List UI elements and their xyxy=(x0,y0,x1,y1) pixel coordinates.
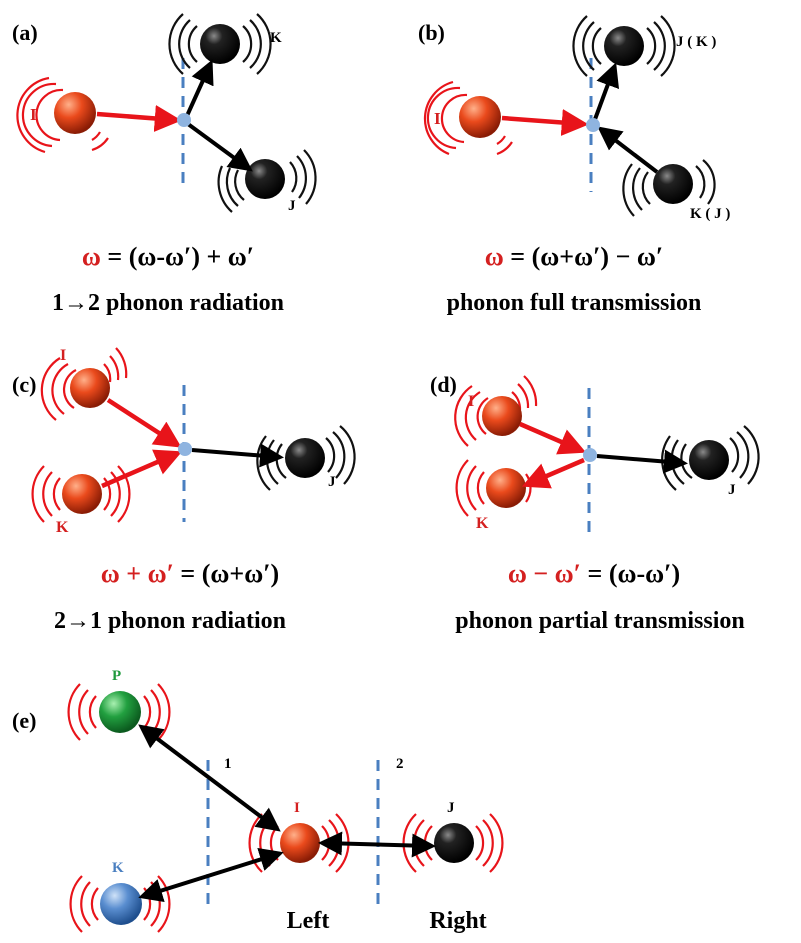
region-right-label: Right xyxy=(429,908,486,934)
label-i: I xyxy=(468,393,474,410)
coupling-arrow-i-j xyxy=(318,831,436,858)
panel-a-equation: ω = (ω-ω′) + ω′ xyxy=(82,242,254,271)
panel-b-tag: (b) xyxy=(418,20,445,45)
atom-k xyxy=(455,459,532,517)
label-k: K xyxy=(56,519,69,536)
atom-j xyxy=(661,425,760,491)
panel-d-tag: (d) xyxy=(430,372,457,397)
outgoing-arrow-k xyxy=(184,59,214,119)
incoming-arrow-k xyxy=(101,449,183,489)
scattering-node xyxy=(583,448,597,462)
label-top: J ( K ) xyxy=(676,34,716,50)
interface-1-label: 1 xyxy=(224,756,232,772)
label-i: I xyxy=(434,109,441,128)
outgoing-arrow-j xyxy=(191,443,284,468)
panel-a: (a) I K J xyxy=(12,13,317,316)
panel-d-eq-lhs: ω − ω′ xyxy=(508,559,581,588)
label-i: I xyxy=(294,800,300,816)
atom-bottom xyxy=(622,159,716,217)
label-i: I xyxy=(60,347,66,364)
atom-p xyxy=(67,683,171,741)
atom-i xyxy=(454,375,538,447)
scattering-node xyxy=(177,113,191,127)
label-k: K xyxy=(476,515,489,532)
label-j: J xyxy=(288,198,296,214)
outgoing-arrow-j xyxy=(596,449,688,474)
incoming-arrow xyxy=(501,109,589,136)
panel-d: (d) I K J xyxy=(430,372,760,634)
incoming-arrow-i xyxy=(519,421,587,455)
scattering-node xyxy=(586,118,600,132)
label-j: J xyxy=(728,482,736,498)
atom-i xyxy=(16,76,109,154)
panel-c-eq-lhs: ω + ω′ xyxy=(101,559,174,588)
panel-b: (b) I J ( K ) K ( J ) xyxy=(418,15,730,316)
atom-i xyxy=(423,80,513,156)
incoming-arrow xyxy=(96,104,182,132)
panel-d-caption: phonon partial transmission xyxy=(455,608,744,634)
panel-e: (e) 1 2 P K xyxy=(12,668,504,934)
label-k: K xyxy=(112,860,124,876)
label-p: P xyxy=(112,668,121,684)
incoming-arrow-bottom xyxy=(597,126,659,174)
label-bottom: K ( J ) xyxy=(690,206,730,222)
scattering-node xyxy=(178,442,192,456)
panel-c-tag: (c) xyxy=(12,372,36,397)
outgoing-arrow-top xyxy=(592,62,620,123)
panel-c-caption: 2→1 phonon radiation xyxy=(54,608,286,634)
reflected-arrow-k xyxy=(521,457,585,489)
atom-k xyxy=(168,13,272,75)
coupling-arrow-k-i xyxy=(138,847,284,903)
panel-b-eq-lhs: ω xyxy=(485,242,504,271)
label-i: I xyxy=(30,105,37,124)
panel-b-equation: ω = (ω+ω′) − ω′ xyxy=(485,242,663,271)
outgoing-arrow-j xyxy=(186,122,253,172)
panel-b-caption: phonon full transmission xyxy=(447,290,702,316)
panel-e-tag: (e) xyxy=(12,708,36,733)
label-j: J xyxy=(328,474,336,490)
panel-d-equation: ω − ω′ = (ω-ω′) xyxy=(508,559,680,588)
atom-k xyxy=(69,875,171,933)
atom-j xyxy=(217,149,317,213)
region-left-label: Left xyxy=(287,908,330,934)
label-k: K xyxy=(270,30,282,46)
atom-j xyxy=(402,813,504,873)
atom-i xyxy=(40,347,128,421)
atom-j xyxy=(256,425,356,491)
interface-2-label: 2 xyxy=(396,756,404,772)
label-j: J xyxy=(447,800,455,816)
panel-c: (c) I K J xyxy=(12,347,356,634)
panel-c-equation: ω + ω′ = (ω+ω′) xyxy=(101,559,279,588)
panel-a-eq-lhs: ω xyxy=(82,242,101,271)
panel-b-eq-rhs: = (ω+ω′) − ω′ xyxy=(504,242,663,271)
incoming-arrow-i xyxy=(106,398,182,448)
atom-k xyxy=(31,465,131,523)
panel-a-tag: (a) xyxy=(12,20,38,45)
panel-c-eq-rhs: = (ω+ω′) xyxy=(174,559,279,588)
panel-a-eq-rhs: = (ω-ω′) + ω′ xyxy=(101,242,254,271)
panel-a-caption: 1→2 phonon radiation xyxy=(52,290,284,316)
panel-d-eq-rhs: = (ω-ω′) xyxy=(581,559,680,588)
coupling-arrow-p-i xyxy=(138,724,281,832)
atom-top xyxy=(572,15,676,77)
